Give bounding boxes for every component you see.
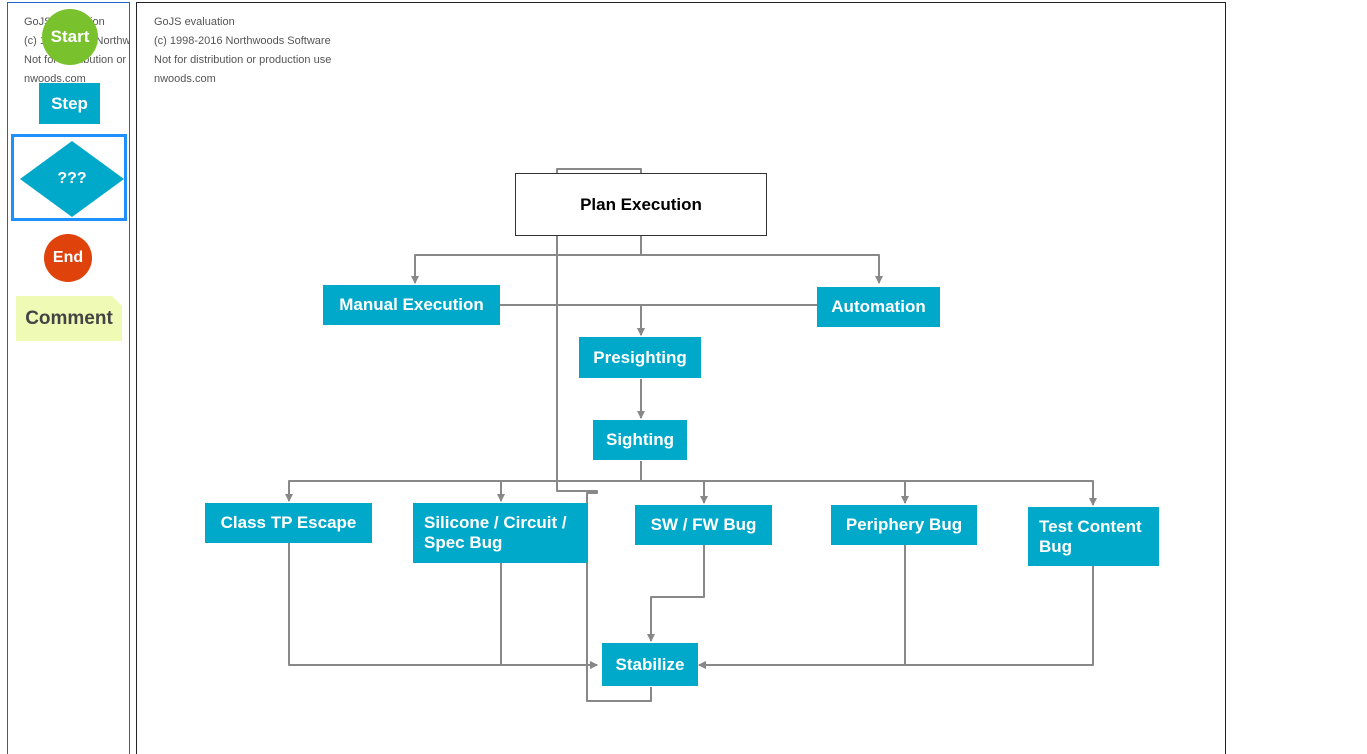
node-label: Presighting [593,347,687,367]
node-label: Silicone / Circuit / Spec Bug [424,513,567,552]
diagram-watermark: GoJS evaluation (c) 1998-2016 Northwoods… [154,13,331,89]
palette[interactable]: GoJS evaluation (c) 1998-2016 Northwoods… [7,2,130,754]
node-presighting[interactable]: Presighting [579,337,701,378]
link-automation-to-presighting[interactable] [637,304,818,336]
node-stabilize[interactable]: Stabilize [602,643,698,686]
palette-end-node[interactable]: End [44,234,92,282]
node-silicone-circuit-spec-bug[interactable]: Silicone / Circuit / Spec Bug [413,503,588,563]
link-plan-to-automation[interactable] [640,227,883,284]
link-test-to-stabilize[interactable] [698,565,1094,669]
watermark-line: nwoods.com [154,73,216,85]
links-layer [285,168,1097,702]
node-sw-fw-bug[interactable]: SW / FW Bug [635,505,772,545]
palette-start-node[interactable]: Start [42,9,98,65]
watermark-line: (c) 1998-2016 Northwoods Software [154,35,331,47]
link-sighting-to-silicone[interactable] [497,461,642,502]
node-label: SW / FW Bug [650,515,757,534]
palette-end-label: End [52,249,84,266]
comment-shape [16,296,122,341]
node-label: Periphery Bug [845,515,963,534]
node-label: Test Content Bug [1039,516,1142,556]
node-automation[interactable]: Automation [817,287,940,327]
watermark-line: Not for distribution or production use [154,54,332,66]
diamond-shape [20,141,124,217]
palette-step-label: Step [51,93,88,113]
node-test-content-bug[interactable]: Test Content Bug [1028,507,1159,566]
link-sw-to-stabilize[interactable] [647,545,705,642]
link-stabilize-loop-to-plan[interactable] [556,168,652,702]
node-label: Plan Execution [580,194,702,214]
node-periphery-bug[interactable]: Periphery Bug [831,505,977,545]
link-class-to-stabilize[interactable] [288,543,598,669]
palette-conditional-node[interactable]: ??? [18,139,126,219]
node-label: Sighting [606,430,674,449]
palette-comment-node[interactable]: Comment [16,296,122,341]
palette-conditional-label: ??? [57,170,87,187]
node-plan-execution[interactable]: Plan Execution [515,173,767,236]
palette-step-node[interactable]: Step [39,83,100,124]
node-sighting[interactable]: Sighting [593,420,687,460]
palette-conditional-selection[interactable]: ??? [11,134,127,221]
node-label: Automation [831,297,926,316]
link-periphery-to-stabilize[interactable] [698,545,906,669]
node-label: Manual Execution [339,295,484,314]
palette-comment-label: Comment [25,307,113,329]
node-class-tp-escape[interactable]: Class TP Escape [205,503,372,543]
link-sighting-to-test[interactable] [640,461,1097,506]
node-manual-execution[interactable]: Manual Execution [323,285,500,325]
watermark-line: GoJS evaluation [154,16,235,28]
node-label: Class TP Escape [220,513,357,532]
link-silicone-to-stabilize[interactable] [500,563,598,669]
watermark-line: nwoods.com [24,73,86,85]
diagram-canvas[interactable]: GoJS evaluation (c) 1998-2016 Northwoods… [136,2,1226,754]
palette-start-label: Start [50,27,90,46]
node-label: Stabilize [615,654,685,674]
link-manual-to-presighting[interactable] [499,304,645,336]
